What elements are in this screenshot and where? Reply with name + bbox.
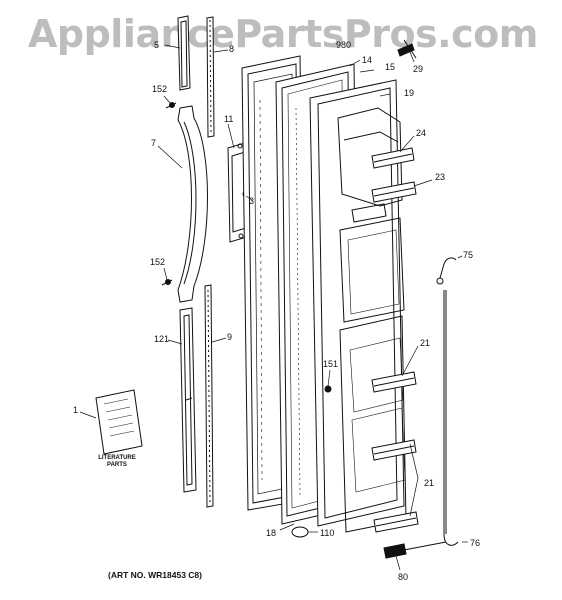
callout-3: 3 bbox=[249, 196, 255, 206]
door-handle-part bbox=[177, 105, 208, 303]
callout-18: 18 bbox=[266, 528, 277, 538]
callout-1: 1 bbox=[73, 405, 79, 415]
callout-14: 14 bbox=[362, 55, 373, 65]
liner-screw-part bbox=[324, 385, 332, 393]
callout-19: 19 bbox=[404, 88, 415, 98]
callout-151: 151 bbox=[323, 359, 339, 369]
callout-15: 15 bbox=[385, 62, 396, 72]
callout-8: 8 bbox=[229, 44, 235, 54]
top-cap-part bbox=[397, 39, 417, 59]
callout-5: 5 bbox=[154, 40, 160, 50]
top-trim-part bbox=[177, 15, 191, 91]
callout-9: 9 bbox=[227, 332, 233, 342]
callout-23: 23 bbox=[435, 172, 446, 182]
literature-booklet-part bbox=[95, 389, 143, 455]
callout-24: 24 bbox=[416, 128, 427, 138]
callout-980: 980 bbox=[336, 40, 352, 50]
leader-lines bbox=[79, 44, 468, 571]
watermark-logo: AppliancePartsPros.com bbox=[28, 12, 538, 56]
wire-harness-part bbox=[436, 257, 459, 546]
plug-part bbox=[291, 526, 309, 538]
bottom-trim-part bbox=[179, 307, 197, 493]
callout-75: 75 bbox=[463, 250, 474, 260]
callout-21-lower: 21 bbox=[424, 478, 435, 488]
callout-29: 29 bbox=[413, 64, 424, 74]
bottom-strip-part bbox=[204, 284, 214, 508]
callout-152-bottom: 152 bbox=[150, 257, 166, 267]
callout-76: 76 bbox=[470, 538, 481, 548]
connector-part bbox=[383, 541, 447, 559]
door-liner-part bbox=[309, 79, 407, 533]
callout-121: 121 bbox=[154, 334, 170, 344]
callout-11: 11 bbox=[224, 114, 234, 124]
art-number: (ART NO. WR18453 C8) bbox=[108, 570, 202, 580]
callout-80: 80 bbox=[398, 572, 409, 582]
door-bin-part bbox=[371, 147, 419, 533]
callout-7: 7 bbox=[151, 138, 157, 148]
callout-110: 110 bbox=[320, 528, 335, 538]
top-strip-part bbox=[206, 16, 215, 138]
literature-parts-label: LITERATURE PARTS bbox=[98, 455, 136, 468]
callout-21-upper: 21 bbox=[420, 338, 431, 348]
callout-152-top: 152 bbox=[152, 84, 168, 94]
screw-part bbox=[161, 102, 177, 286]
